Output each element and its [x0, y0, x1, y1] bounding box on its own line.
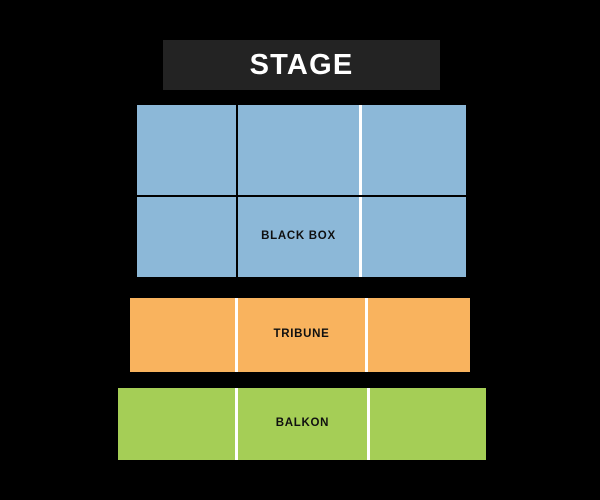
section-tribune-row-1: TRIBUNE — [130, 298, 470, 372]
section-black-box-cell-2-1[interactable] — [137, 197, 238, 277]
section-balkon-cell-1-1[interactable] — [118, 388, 238, 460]
section-black-box-row-1 — [137, 105, 466, 197]
section-black-box-row-2: BLACK BOX — [137, 197, 466, 277]
section-black-box-label: BLACK BOX — [261, 230, 336, 243]
section-black-box-cell-1-2[interactable] — [238, 105, 362, 195]
section-balkon-cell-1-3[interactable] — [370, 388, 486, 460]
section-balkon[interactable]: BALKON — [118, 388, 486, 460]
section-black-box[interactable]: BLACK BOX — [137, 105, 466, 277]
section-black-box-cell-1-1[interactable] — [137, 105, 238, 195]
section-black-box-cell-2-3[interactable] — [362, 197, 466, 277]
section-black-box-cell-2-2[interactable]: BLACK BOX — [238, 197, 362, 277]
section-tribune[interactable]: TRIBUNE — [130, 298, 470, 372]
section-balkon-row-1: BALKON — [118, 388, 486, 460]
section-balkon-label: BALKON — [275, 417, 330, 430]
section-black-box-cell-1-3[interactable] — [362, 105, 466, 195]
section-tribune-label: TRIBUNE — [273, 328, 330, 341]
section-tribune-cell-1-2[interactable]: TRIBUNE — [238, 298, 368, 372]
section-tribune-cell-1-3[interactable] — [368, 298, 470, 372]
stage-label: STAGE — [249, 48, 354, 81]
section-tribune-cell-1-1[interactable] — [130, 298, 238, 372]
section-balkon-cell-1-2[interactable]: BALKON — [238, 388, 370, 460]
stage-block: STAGE — [163, 40, 440, 90]
